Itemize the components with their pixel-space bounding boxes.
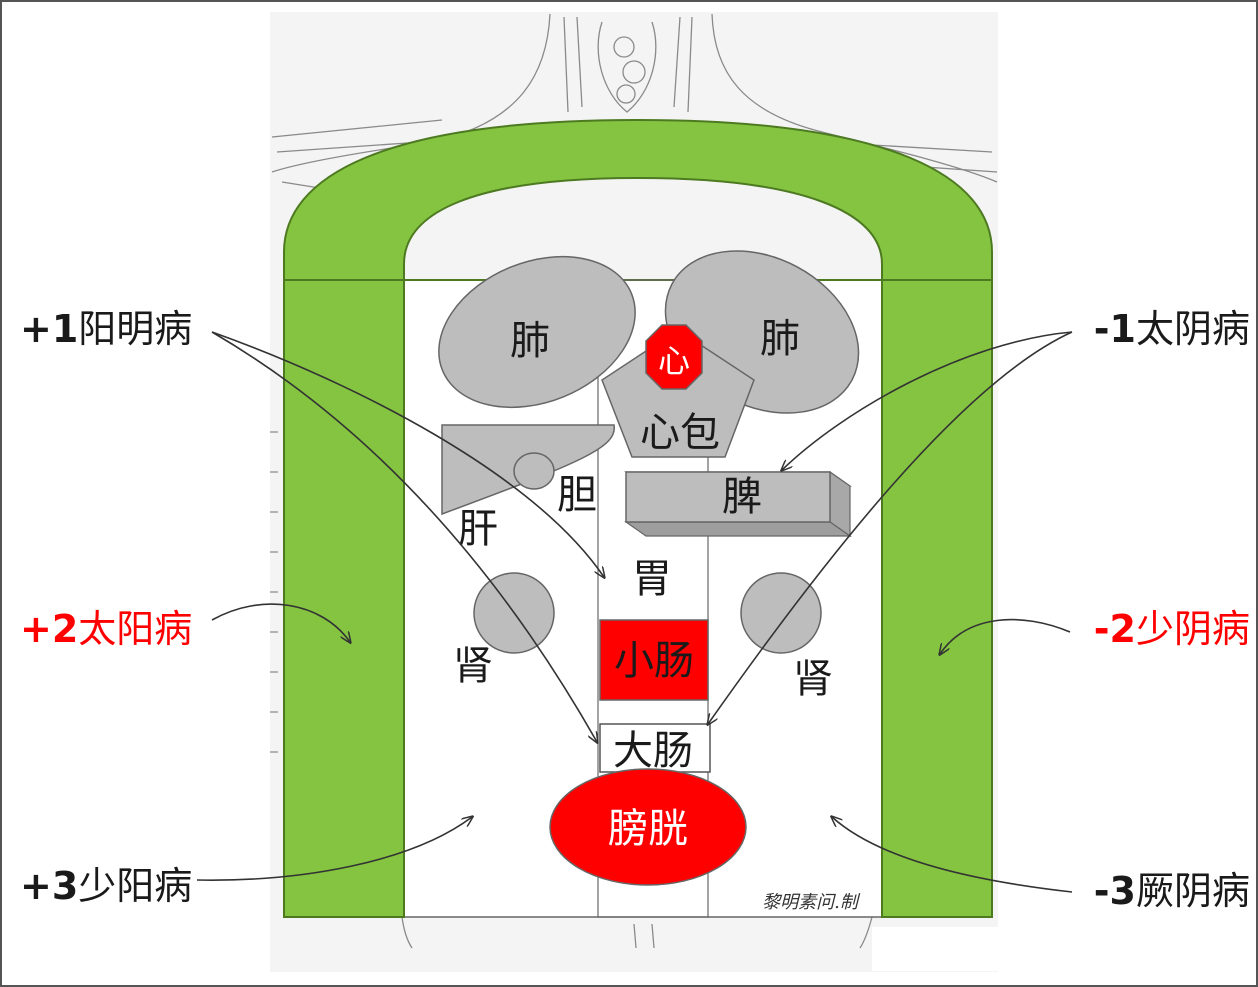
label-shaoyang: +3少阳病	[20, 864, 192, 908]
label-shaoyin: -2少阴病	[1094, 607, 1250, 651]
bladder-shape	[549, 768, 747, 886]
heart-shape	[645, 324, 703, 390]
stomach-label: 胃	[632, 556, 672, 602]
small-intestine-shape	[599, 619, 709, 701]
label-jueyin: -3厥阴病	[1094, 869, 1250, 913]
liver-label: 肝	[458, 506, 498, 552]
taiyang-shaoyin-arch	[283, 118, 993, 281]
arrows	[196, 331, 1073, 893]
kidney-right-shape	[740, 572, 822, 654]
gallbladder-shape	[513, 452, 555, 490]
watermark: 黎明素问.制	[762, 892, 861, 913]
lung-left-label: 肺	[510, 318, 550, 364]
lung-left-shape	[438, 255, 636, 409]
label-yangming: +1阳明病	[20, 307, 192, 351]
large-intestine-shape	[599, 723, 711, 773]
spleen-bottom	[624, 521, 852, 537]
gallbladder-label: 胆	[557, 472, 597, 518]
label-taiyang: +2太阳病	[20, 607, 192, 651]
lung-right-label: 肺	[760, 316, 800, 362]
left-green-column	[283, 279, 405, 918]
spleen-label: 脾	[722, 474, 762, 520]
right-green-column	[881, 279, 993, 918]
spleen-front	[625, 471, 831, 523]
label-taiyin: -1太阴病	[1094, 307, 1250, 351]
pericardium-label: 心包	[640, 410, 720, 456]
central-channel	[597, 279, 709, 918]
large-intestine-label: 大肠	[613, 728, 693, 774]
kidney-right-label: 肾	[793, 656, 833, 702]
small-intestine-label: 小肠	[614, 638, 694, 684]
kidney-left-label: 肾	[453, 643, 493, 689]
pericardium-shape	[601, 329, 755, 458]
heart-label: 心	[658, 342, 690, 380]
bladder-label: 膀胱	[608, 806, 688, 852]
